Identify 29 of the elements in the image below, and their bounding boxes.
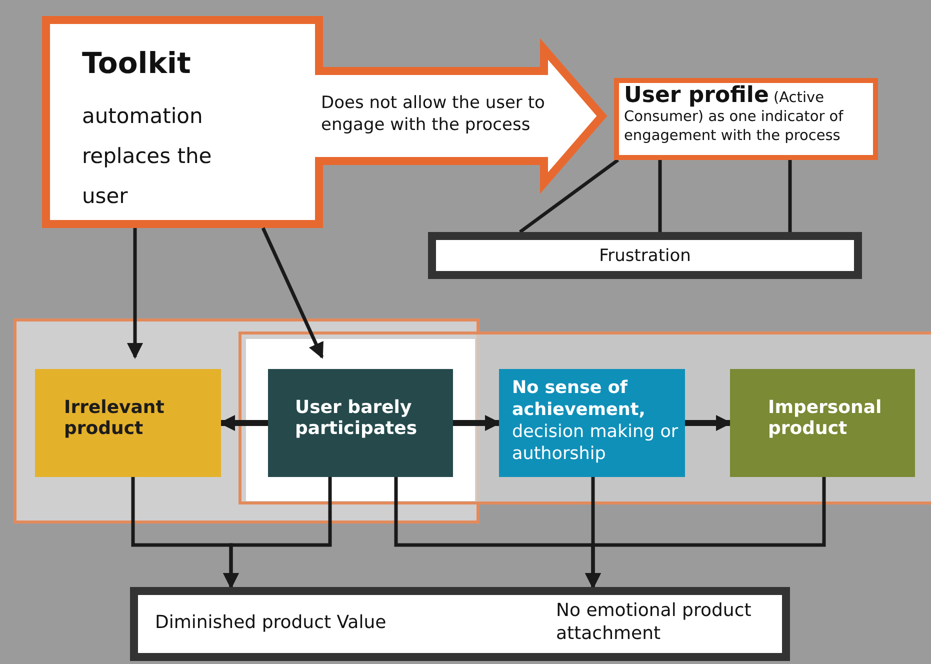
arrow [685,415,732,431]
box-text: Impersonal product [768,397,883,439]
box-text: No emotional product attachment [556,599,752,645]
connector-line [788,160,792,232]
box-text: User profile (Active Consumer) as one indicator of engagement with the process [624,86,844,146]
process-box [499,369,685,477]
arrow [219,415,268,431]
box-text: Frustration [598,246,692,266]
arrow [223,477,332,589]
box-text: User barely participates [295,397,418,439]
edge-label: Does not allow the user to engage with the process [321,92,546,136]
profile-box [614,78,878,160]
toolkit-box [42,16,323,228]
process-box [268,369,453,477]
outcome-box [130,587,790,661]
outcome-box [428,232,862,279]
process-box [730,369,915,477]
arrow [127,228,143,359]
box-text: No sense of achievement, decision making or authorship [512,377,680,465]
arrow [453,415,501,431]
box-text: Diminished product Value [155,612,386,633]
process-box [35,369,221,477]
box-text: Irrelevant product [64,397,166,439]
connector-line [658,160,662,232]
box-heading: Toolkit [82,46,191,80]
box-text: automation replaces the user [82,103,213,210]
connector-line [518,158,620,234]
arrow [261,227,324,359]
arrow [585,477,826,589]
